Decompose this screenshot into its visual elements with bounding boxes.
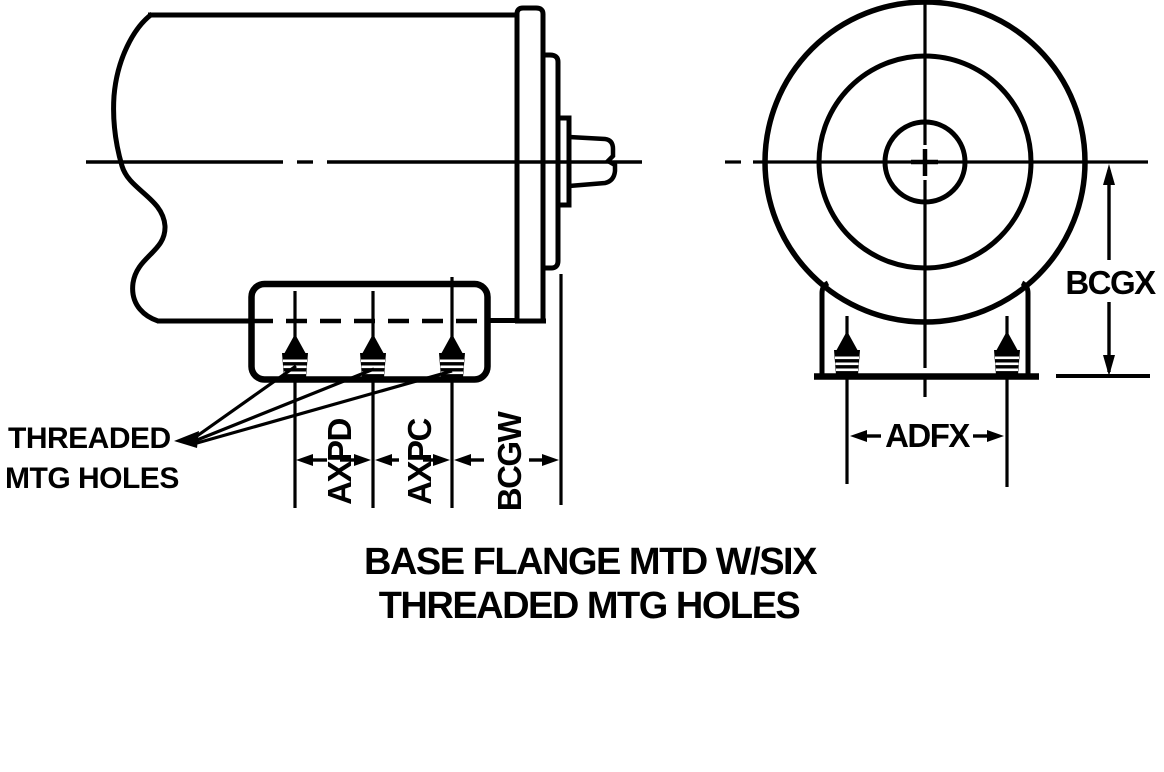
axpc-dimension-arrows <box>375 454 450 466</box>
threaded-mtg-holes-note-line1: THREADED <box>8 422 171 455</box>
center-cross-mark <box>911 149 938 176</box>
front-flange-left-edge <box>819 280 830 374</box>
end-cap <box>514 5 546 321</box>
dim-label-adfx: ADFX <box>885 417 970 454</box>
leader-arrowhead <box>174 431 199 448</box>
leader-lines <box>174 364 453 448</box>
bcgx-arrow-down <box>1103 355 1115 376</box>
break-line <box>111 11 168 324</box>
bcgw-dimension-arrows <box>454 454 559 466</box>
front-view: ADFX BCGX <box>725 0 1158 487</box>
caption-line2: THREADED MTG HOLES <box>379 585 800 627</box>
dim-label-axpc: AXPC <box>401 418 438 504</box>
base-flange-side-view <box>248 280 491 383</box>
bcgx-arrow-up <box>1103 164 1115 185</box>
bcgx-dimension <box>1056 164 1150 378</box>
front-threaded-hole-symbol-1 <box>834 331 860 375</box>
adfx-dimension-arrows <box>850 430 1004 442</box>
front-flange-right-edge <box>1020 280 1031 374</box>
caption-line1: BASE FLANGE MTD W/SIX <box>364 541 818 583</box>
dim-label-axpd: AXPD <box>321 418 358 504</box>
side-view: AXPD AXPC BCGW THREADED MTG HOLES <box>5 5 642 511</box>
axpd-dimension-arrows <box>296 454 371 466</box>
dim-label-bcgw: BCGW <box>491 410 528 511</box>
dim-label-bcgx: BCGX <box>1065 264 1156 301</box>
front-threaded-hole-symbol-2 <box>994 331 1020 375</box>
threaded-mtg-holes-note-line2: MTG HOLES <box>5 462 179 495</box>
